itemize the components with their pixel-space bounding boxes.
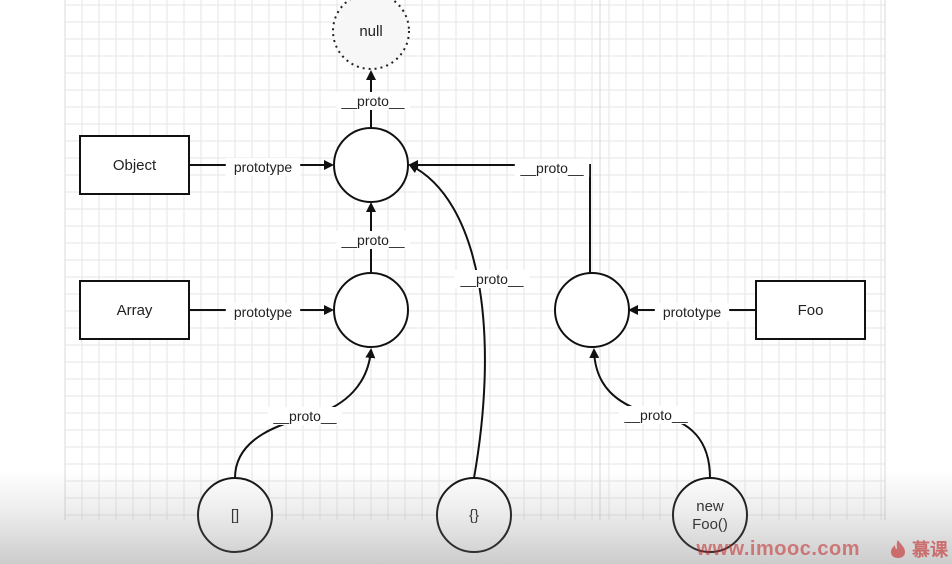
node-object-label: Object — [113, 157, 157, 174]
node-object-shape — [79, 135, 190, 195]
node-object: Object — [79, 135, 190, 195]
edge-label-background — [225, 303, 301, 321]
watermark-url: www.imooc.com — [696, 537, 860, 560]
edge-labels: __proto__ prototype __proto__ __proto__ __pr… — [225, 92, 730, 425]
edge-label-background — [618, 406, 694, 424]
node-foo-shape — [755, 280, 866, 340]
node-arr-literal-label: [] — [231, 507, 239, 524]
node-foo-proto-shape — [554, 272, 630, 348]
edge-label-background — [335, 92, 411, 110]
node-object-proto — [333, 127, 409, 203]
node-array: Array — [79, 280, 190, 340]
edge-label-object-proto-to-null: __proto__ — [340, 93, 404, 109]
node-arr-literal-shape — [197, 477, 273, 553]
edge-obj-literal-to-object-proto — [408, 164, 486, 479]
node-array-proto — [333, 272, 409, 348]
node-array-proto-shape — [333, 272, 409, 348]
edge-label-background — [335, 231, 411, 249]
edge-label-arr-literal-to-array-proto: __proto__ — [272, 408, 336, 424]
edge-label-background — [514, 159, 590, 177]
edge-label-array-to-array-proto: prototype — [234, 304, 293, 320]
edge-label-background — [454, 270, 530, 288]
node-obj-literal: {} — [436, 477, 512, 553]
node-arr-literal: [] — [197, 477, 273, 553]
node-null-label: null — [359, 23, 382, 40]
edge-label-foo-to-foo-proto: prototype — [663, 304, 722, 320]
edge-label-foo-proto-to-object-proto: __proto__ — [519, 160, 583, 176]
edge-label-background — [654, 303, 730, 321]
watermark-brand-text: 慕课 — [912, 540, 948, 560]
edge-label-obj-literal-to-object-proto: __proto__ — [459, 271, 523, 287]
edge-label-background — [267, 407, 343, 425]
node-foo-proto — [554, 272, 630, 348]
node-null: null — [332, 0, 410, 70]
node-obj-literal-label: {} — [469, 507, 479, 524]
node-null-shape — [332, 0, 410, 70]
node-foo-label: Foo — [798, 302, 824, 319]
node-array-label: Array — [117, 302, 153, 319]
edge-foo-proto-to-object-proto — [408, 160, 591, 273]
edge-label-object-to-object-proto: prototype — [234, 159, 293, 175]
node-new-foo-shape — [672, 477, 748, 553]
node-foo: Foo — [755, 280, 866, 340]
node-object-proto-shape — [333, 127, 409, 203]
node-obj-literal-shape — [436, 477, 512, 553]
watermark-brand: 慕课 — [890, 536, 948, 562]
edge-label-background — [225, 158, 301, 176]
watermark: www.imooc.com 慕课 — [696, 536, 948, 562]
edge-label-array-proto-to-object-proto: __proto__ — [340, 232, 404, 248]
flame-icon — [891, 540, 905, 558]
edge-label-new-foo-to-foo-proto: __proto__ — [623, 407, 687, 423]
node-array-shape — [79, 280, 190, 340]
